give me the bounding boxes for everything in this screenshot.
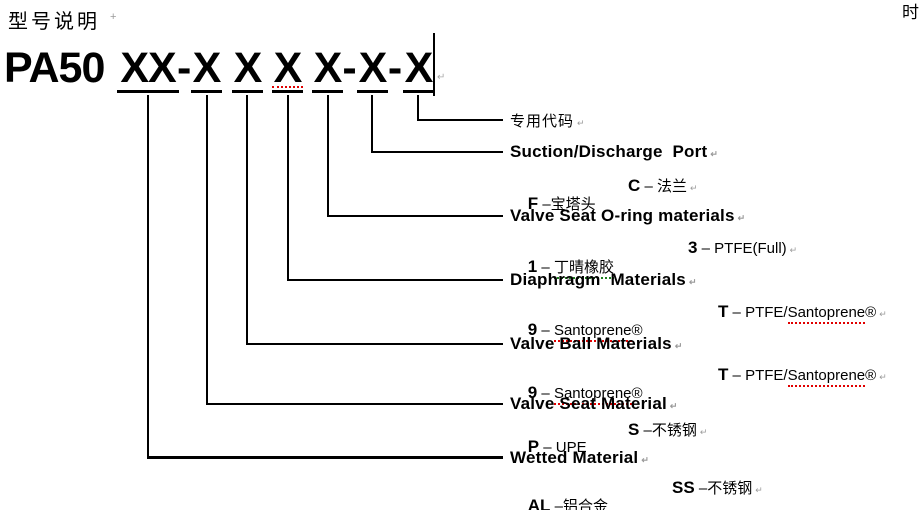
code-3: 3 <box>688 238 698 257</box>
connector-horizontal-special <box>417 119 503 121</box>
connector-vertical-port <box>371 95 373 153</box>
code-9: 9 <box>527 320 538 339</box>
connector-vertical-valve-seat <box>206 95 208 405</box>
paragraph-mark: ↵ <box>879 309 887 319</box>
spellcheck-underline-red <box>272 86 303 88</box>
spell-checked-text: Santoprene <box>553 385 632 405</box>
codes-valve-seat[interactable]: P – UPE S –不锈钢↵ <box>527 420 708 456</box>
code-F: F <box>527 194 539 213</box>
label-suction-discharge-port[interactable]: Suction/Discharge Port↵ <box>510 142 719 161</box>
paragraph-mark: ↵ <box>879 372 887 382</box>
corner-clipped-char: 时 <box>902 3 919 22</box>
label-valve-seat-oring-materials[interactable]: Valve Seat O-ring materials↵ <box>510 206 746 225</box>
paragraph-mark: ↵ <box>699 427 708 437</box>
connector-vertical-oring <box>327 95 329 217</box>
code-P: P <box>527 437 540 456</box>
paragraph-mark: ↵ <box>688 277 697 287</box>
connector-vertical-special <box>417 95 419 121</box>
connector-vertical-wetted <box>147 95 149 458</box>
label-diaphragm-materials[interactable]: Diaphragm Materials↵ <box>510 270 697 289</box>
codes-diaphragm[interactable]: 9 – Santoprene® T – PTFE/Santoprene®↵ <box>510 302 887 376</box>
model-code-group-diaphragm[interactable]: X <box>272 44 303 93</box>
paragraph-mark: ↵ <box>710 149 719 159</box>
spell-checked-text: Santoprene <box>787 304 866 324</box>
spell-checked-text: Santoprene <box>787 367 866 387</box>
connector-horizontal-port <box>371 151 503 153</box>
model-code-dash: - <box>342 44 357 92</box>
codes-valve-ball[interactable]: 9 – Santoprene® T – PTFE/Santoprene®↵ <box>510 365 887 439</box>
spell-checked-text: Santoprene <box>553 322 632 342</box>
label-valve-seat-material[interactable]: Valve Seat Material↵ <box>510 394 678 413</box>
label-valve-ball-materials[interactable]: Valve Ball Materials↵ <box>510 334 683 353</box>
tab-format-mark: + <box>110 11 117 23</box>
code-9: 9 <box>527 383 538 402</box>
paragraph-mark: ↵ <box>789 245 798 255</box>
connector-horizontal-valve-ball <box>246 343 503 345</box>
model-code-dash: - <box>177 44 192 92</box>
code-T: T <box>718 302 729 321</box>
connector-horizontal-oring <box>327 215 503 217</box>
model-code-prefix[interactable]: PA50 <box>4 44 116 92</box>
codes-wetted[interactable]: AL –铝合金 SS –不锈钢↵ <box>510 477 763 510</box>
paragraph-mark: ↵ <box>641 455 650 465</box>
paragraph-mark: ↵ <box>689 183 698 193</box>
model-code-group-special[interactable]: X <box>403 44 434 93</box>
label-wetted-material[interactable]: Wetted Material↵ <box>510 448 650 467</box>
connector-horizontal-diaphragm <box>287 279 503 281</box>
paragraph-mark: ↵ <box>737 213 746 223</box>
code-T: T <box>718 365 729 384</box>
model-code-group-port[interactable]: X <box>357 44 388 93</box>
code-AL: AL <box>527 496 551 510</box>
model-code-dash: - <box>387 44 403 92</box>
grammar-checked-text: 丁晴橡胶 <box>553 259 614 279</box>
paragraph-mark: ↵ <box>755 485 763 495</box>
connector-vertical-valve-ball <box>246 95 248 345</box>
model-code-group-valve-seat[interactable]: X <box>191 44 222 93</box>
page-title[interactable]: 型号说明 <box>8 11 100 33</box>
code-SS: SS <box>672 478 695 497</box>
codes-suction-port[interactable]: F –宝塔头 C – 法兰↵ <box>527 176 698 213</box>
text-cursor <box>433 33 435 96</box>
label-special-code[interactable]: 专用代码↵ <box>510 114 586 130</box>
paragraph-mark: ↵ <box>577 118 586 128</box>
paragraph-mark: ↵ <box>674 341 683 351</box>
connector-horizontal-valve-seat <box>206 403 503 405</box>
connector-horizontal-wetted <box>147 456 503 459</box>
connector-vertical-diaphragm <box>287 95 289 281</box>
codes-oring[interactable]: 1 – 丁晴橡胶 3 – PTFE(Full)↵ <box>510 238 797 313</box>
model-code-group-size[interactable]: XX <box>117 46 179 93</box>
model-code-group-valve-ball[interactable]: X <box>232 44 263 93</box>
model-code-group-oring[interactable]: X <box>312 44 343 93</box>
paragraph-return-mark: ↵ <box>437 72 446 83</box>
paragraph-mark: ↵ <box>669 401 678 411</box>
code-1: 1 <box>527 257 538 276</box>
code-C: C <box>628 176 641 195</box>
code-S: S <box>628 420 640 439</box>
